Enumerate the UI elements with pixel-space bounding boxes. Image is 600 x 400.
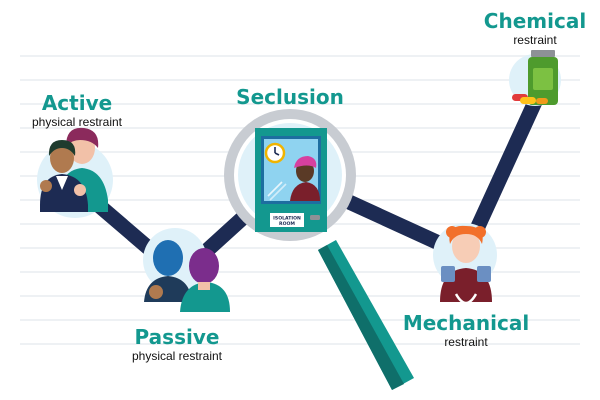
two-people-back-icon bbox=[143, 228, 230, 312]
two-people-holding-icon bbox=[37, 127, 113, 218]
magnifying-glass-isolation-room-icon: ISOLATION ROOM bbox=[224, 109, 414, 390]
door-sign-line2: ROOM bbox=[279, 221, 295, 227]
node-title-active: Active bbox=[41, 91, 113, 115]
node-subtitle-chemical: restraint bbox=[513, 33, 557, 47]
node-mechanical-label: Mechanical restraint bbox=[396, 312, 536, 349]
node-active-label: Active physical restraint bbox=[12, 92, 142, 129]
node-subtitle-mechanical: restraint bbox=[444, 335, 488, 349]
node-title-chemical: Chemical bbox=[483, 9, 587, 33]
node-subtitle-passive: physical restraint bbox=[131, 349, 223, 363]
restrained-person-icon bbox=[433, 223, 497, 305]
node-passive-label: Passive physical restraint bbox=[122, 326, 232, 363]
node-title-seclusion: Seclusion bbox=[236, 85, 344, 109]
medicine-bottle-pills-icon bbox=[509, 50, 561, 106]
node-subtitle-active: physical restraint bbox=[31, 115, 123, 129]
node-chemical-label: Chemical restraint bbox=[470, 10, 600, 47]
door-sign-line1: ISOLATION bbox=[273, 216, 301, 222]
node-title-passive: Passive bbox=[134, 325, 220, 349]
node-seclusion-label: Seclusion bbox=[220, 86, 360, 108]
node-title-mechanical: Mechanical bbox=[402, 311, 530, 335]
